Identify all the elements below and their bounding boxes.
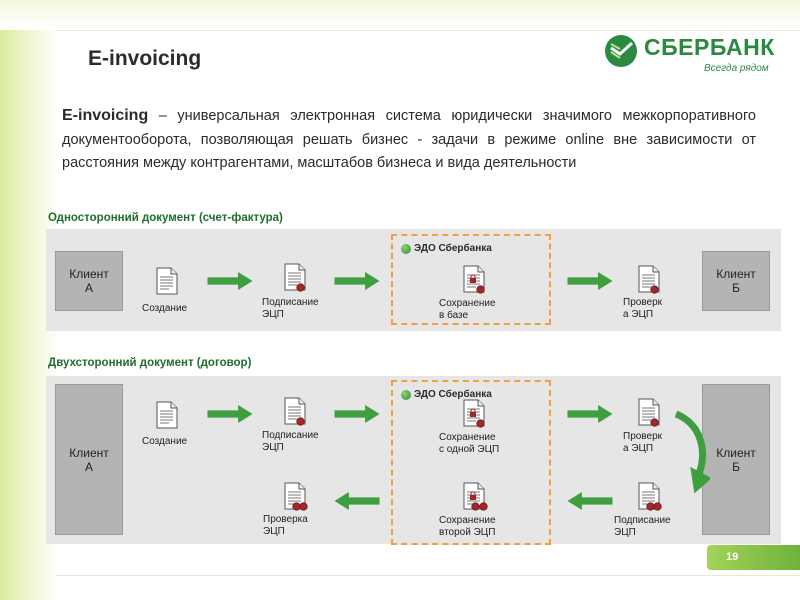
brand-name: СБЕРБАНК [644, 34, 775, 60]
seal-icon [476, 419, 485, 428]
lock-icon [468, 408, 478, 418]
seal-icon [479, 502, 488, 511]
curved-arrow-down-icon [674, 410, 710, 494]
edo-header: ЭДО Сбербанка [401, 389, 492, 400]
client-b-box: Клиент Б [702, 251, 770, 311]
client-a-box: Клиент А [55, 384, 123, 535]
sberbank-mini-logo-icon [401, 389, 411, 400]
arrow-right-icon [566, 405, 614, 423]
step-sign-caption: Подписание ЭЦП [262, 297, 319, 320]
step-sign-a-caption: Подписание ЭЦП [262, 430, 319, 453]
section-label-two-sided: Двухсторонний документ (договор) [48, 357, 252, 369]
seal-icon [476, 285, 485, 294]
seal-icon [650, 418, 659, 427]
lock-icon [468, 491, 478, 501]
sberbank-mini-logo-icon [401, 243, 411, 254]
arrow-right-icon [333, 272, 381, 290]
seal-icon [296, 283, 305, 292]
seal-icon [653, 502, 662, 511]
arrow-right-icon [206, 272, 254, 290]
slide-title: E-invoicing [88, 47, 202, 70]
seal-icon [299, 502, 308, 511]
step-store-one-caption: Сохранение с одной ЭЦП [439, 432, 500, 455]
client-a-box: Клиент А [55, 251, 123, 311]
client-b-box: Клиент Б [702, 384, 770, 535]
page-number-badge: 19 [707, 545, 800, 570]
background-gradient-top [0, 0, 800, 30]
step-create-caption: Создание [142, 303, 188, 314]
arrow-left-icon [566, 492, 614, 510]
intro-text: – универсальная электронная система юрид… [62, 108, 756, 171]
step-verify-b-caption: Проверк а ЭЦП [623, 431, 663, 454]
step-sign-b-caption: Подписание ЭЦП [614, 515, 671, 538]
arrow-right-icon [333, 405, 381, 423]
sberbank-logo: СБЕРБАНК Всегда рядом [604, 32, 774, 78]
sberbank-logo-icon [605, 35, 637, 67]
footer-divider [56, 575, 800, 576]
section-label-one-sided: Односторонний документ (счет-фактура) [48, 212, 283, 224]
lock-icon [468, 274, 478, 284]
edo-sberbank-box: ЭДО Сбербанка [391, 380, 551, 545]
document-icon [156, 267, 178, 295]
seal-icon [296, 417, 305, 426]
edo-header: ЭДО Сбербанка [401, 243, 492, 254]
step-verify-a-caption: Проверка ЭЦП [263, 514, 308, 537]
document-icon [156, 401, 178, 429]
arrow-right-icon [206, 405, 254, 423]
brand-slogan: Всегда рядом [704, 63, 769, 74]
step-verify-caption: Проверк а ЭЦП [623, 297, 663, 320]
arrow-right-icon [566, 272, 614, 290]
intro-term: E-invoicing [62, 107, 149, 124]
intro-paragraph: E-invoicing – универсальная электронная … [62, 104, 756, 176]
step-store-two-caption: Сохранение второй ЭЦП [439, 515, 496, 538]
step-create-caption: Создание [142, 436, 188, 447]
step-store-caption: Сохранение в базе [439, 298, 496, 321]
edo-sberbank-box: ЭДО Сбербанка [391, 234, 551, 325]
arrow-left-icon [333, 492, 381, 510]
seal-icon [650, 285, 659, 294]
